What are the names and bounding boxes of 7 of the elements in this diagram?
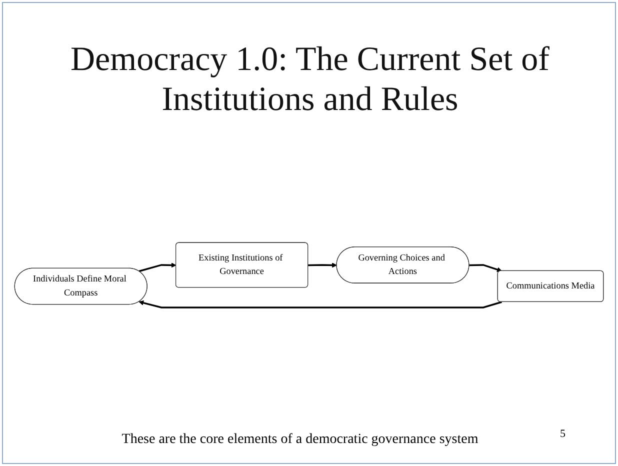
arrow: [138, 300, 502, 308]
slide-title: Democracy 1.0: The Current Set of Institutions and Rules: [69, 40, 550, 120]
footnote: These are the core elements of a democratic governance system: [120, 432, 480, 448]
arrow: [138, 262, 176, 272]
page-number: 5: [560, 428, 566, 440]
arrow: [308, 262, 337, 268]
arrow: [469, 264, 502, 272]
